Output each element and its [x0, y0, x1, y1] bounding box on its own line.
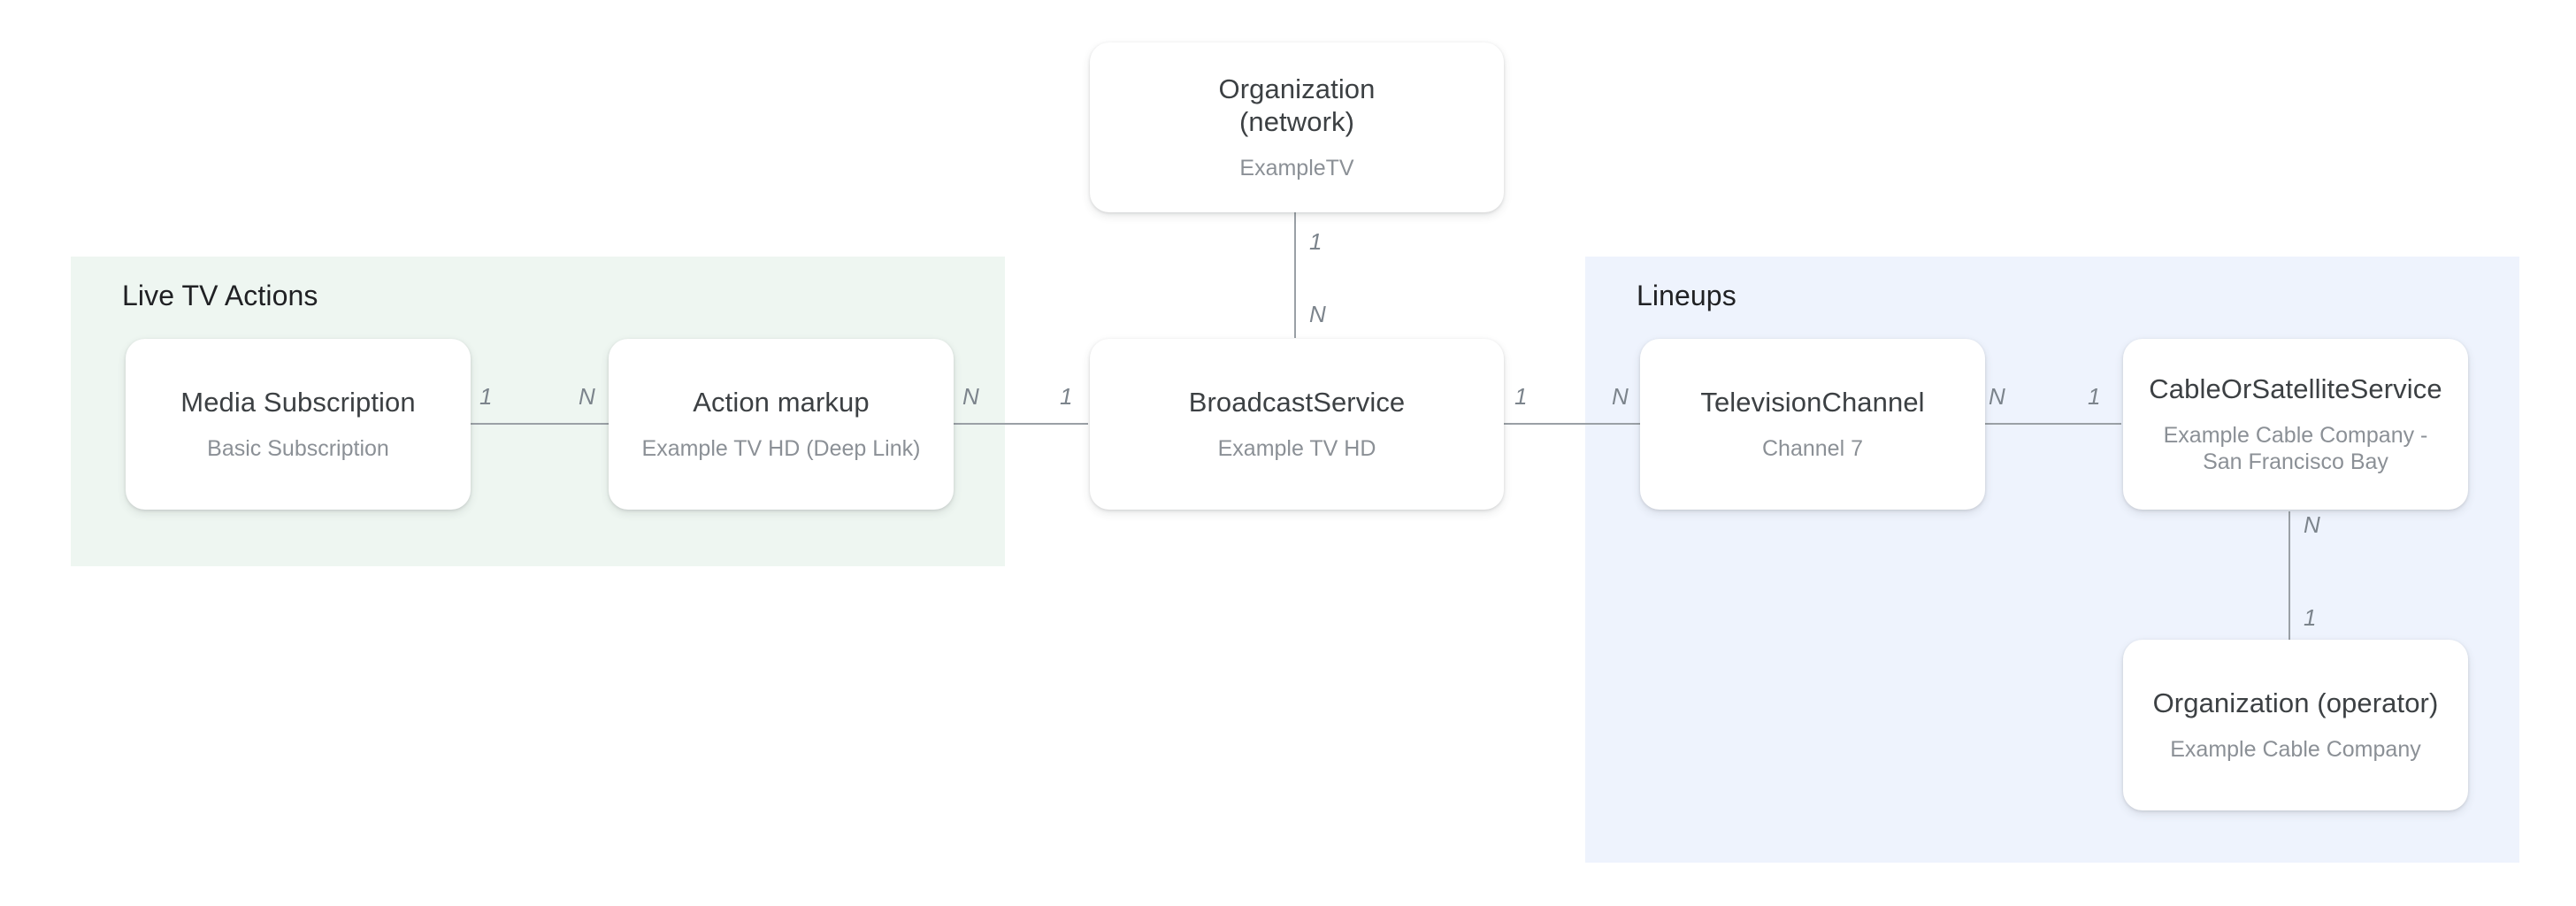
node-media-subscription[interactable]: Media Subscription Basic Subscription: [126, 339, 471, 510]
edge-action-markup-broadcast-service: [947, 423, 1088, 425]
edge-broadcast-service-television-channel-mult-to: N: [1612, 383, 1629, 410]
edge-action-markup-broadcast-service-mult-to: 1: [1060, 383, 1073, 410]
edge-cable-service-organization-operator: [2288, 511, 2290, 642]
edge-organization-network-broadcast-service-mult-to: N: [1309, 301, 1326, 327]
node-media-subscription-title: Media Subscription: [180, 387, 416, 418]
node-organization-network-title-line2: (network): [1238, 106, 1355, 137]
node-television-channel-title: TelevisionChannel: [1700, 387, 1925, 418]
edge-media-subscription-action-markup-mult-from: 1: [479, 383, 493, 410]
edge-media-subscription-action-markup-mult-to: N: [579, 383, 595, 410]
node-organization-network-title: Organization (network): [1219, 73, 1376, 138]
edge-organization-network-broadcast-service: [1294, 210, 1296, 338]
edge-action-markup-broadcast-service-mult-from: N: [962, 383, 979, 410]
node-broadcast-service[interactable]: BroadcastService Example TV HD: [1090, 339, 1504, 510]
node-action-markup-subtitle: Example TV HD (Deep Link): [641, 435, 921, 461]
edge-broadcast-service-television-channel: [1499, 423, 1640, 425]
node-broadcast-service-title: BroadcastService: [1188, 387, 1406, 418]
edge-media-subscription-action-markup: [460, 423, 646, 425]
node-organization-network-subtitle: ExampleTV: [1239, 155, 1354, 180]
node-cable-or-satellite-service-subtitle-line2: San Francisco Bay: [2203, 449, 2388, 474]
node-cable-or-satellite-service-subtitle-line1: Example Cable Company -: [2163, 422, 2428, 448]
edge-television-channel-cable-service-mult-from: N: [1989, 383, 2005, 410]
node-organization-operator-subtitle: Example Cable Company: [2170, 736, 2421, 762]
group-lineups-title: Lineups: [1637, 280, 1736, 311]
node-action-markup[interactable]: Action markup Example TV HD (Deep Link): [609, 339, 954, 510]
edge-cable-service-organization-operator-mult-from: N: [2304, 511, 2320, 538]
node-television-channel-subtitle: Channel 7: [1762, 435, 1863, 461]
node-organization-operator-title: Organization (operator): [2152, 687, 2439, 719]
node-action-markup-title: Action markup: [693, 387, 870, 418]
edge-television-channel-cable-service-mult-to: 1: [2088, 383, 2101, 410]
node-cable-or-satellite-service-title: CableOrSatelliteService: [2149, 373, 2442, 405]
edge-television-channel-cable-service: [1971, 423, 2121, 425]
node-organization-network[interactable]: Organization (network) ExampleTV: [1090, 42, 1504, 212]
node-organization-network-title-line1: Organization: [1218, 73, 1376, 105]
edge-cable-service-organization-operator-mult-to: 1: [2304, 604, 2317, 631]
edge-organization-network-broadcast-service-mult-from: 1: [1309, 228, 1322, 255]
node-television-channel[interactable]: TelevisionChannel Channel 7: [1640, 339, 1985, 510]
node-organization-operator[interactable]: Organization (operator) Example Cable Co…: [2123, 640, 2468, 810]
edge-broadcast-service-television-channel-mult-from: 1: [1514, 383, 1528, 410]
node-media-subscription-subtitle: Basic Subscription: [207, 435, 389, 461]
node-cable-or-satellite-service[interactable]: CableOrSatelliteService Example Cable Co…: [2123, 339, 2468, 510]
node-cable-or-satellite-service-subtitle: Example Cable Company - San Francisco Ba…: [2164, 422, 2428, 475]
group-live-tv-actions-title: Live TV Actions: [122, 280, 318, 311]
node-broadcast-service-subtitle: Example TV HD: [1217, 435, 1376, 461]
